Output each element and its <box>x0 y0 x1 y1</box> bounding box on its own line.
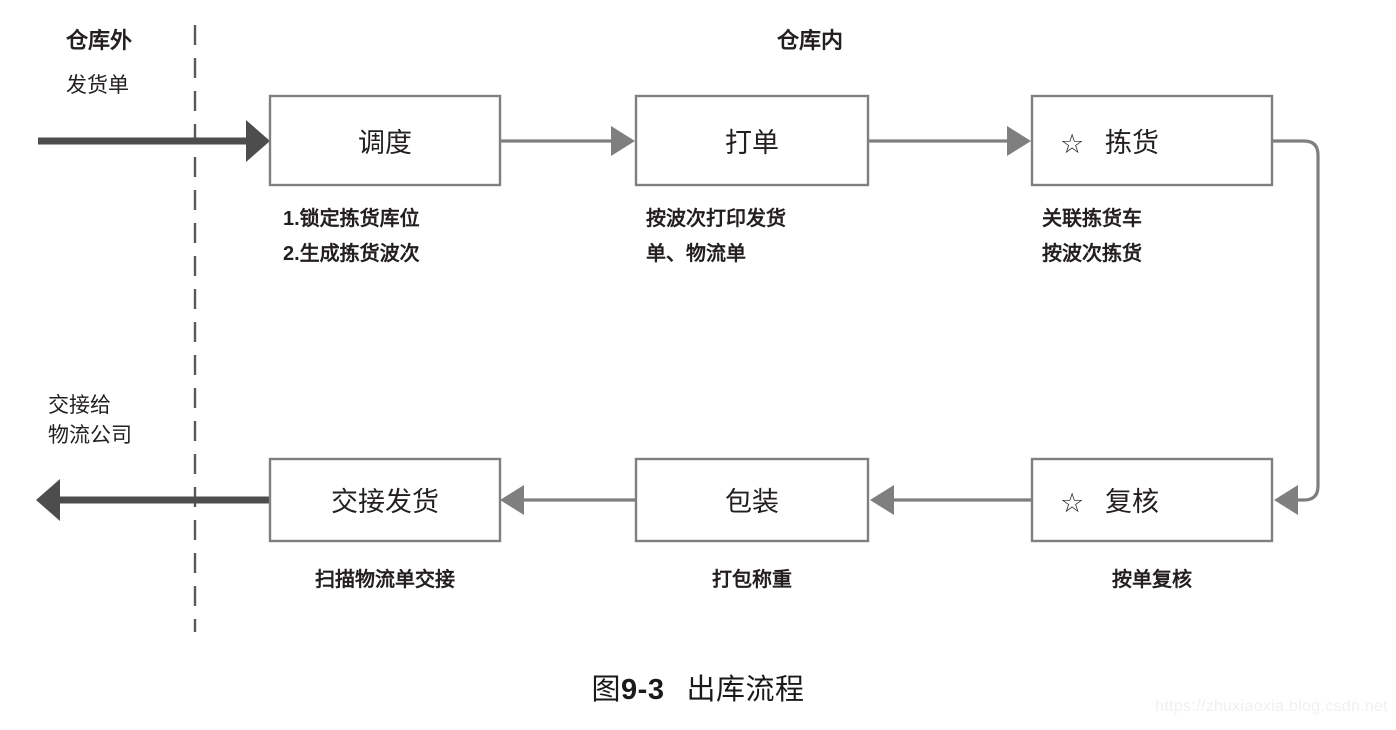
figure-caption: 图9-3 出库流程 <box>0 666 1396 708</box>
node-pick-box[interactable] <box>1030 94 1274 187</box>
star-icon: ☆ <box>1060 129 1084 159</box>
node-dispatch-caption-line-2: 2.生成拣货波次 <box>283 241 420 265</box>
node-dispatch-caption-line-1: 1.锁定拣货库位 <box>283 206 420 230</box>
connector-print-to-pick <box>868 126 1031 156</box>
zone-label-inside: 仓库内 <box>776 28 843 53</box>
node-dispatch[interactable]: 调度 <box>268 94 502 187</box>
node-pack-title: 包装 <box>725 487 779 517</box>
node-pick[interactable]: ☆ 拣货 <box>1030 94 1274 187</box>
node-pick-title: 拣货 <box>1105 128 1159 158</box>
node-print-caption-line-2: 单、物流单 <box>646 241 746 265</box>
node-review[interactable]: ☆ 复核 <box>1030 457 1274 543</box>
input-label: 发货单 <box>66 74 129 97</box>
node-pick-caption-line-2: 按波次拣货 <box>1042 241 1142 265</box>
node-pack[interactable]: 包装 <box>634 457 870 543</box>
connector-review-to-pack <box>870 485 1031 515</box>
watermark-url: https://zhuxiaoxia.blog.csdn.net <box>1155 698 1388 715</box>
output-flow-arrow <box>36 479 270 521</box>
node-print-title: 打单 <box>725 128 779 158</box>
node-print-caption-line-1: 按波次打印发货 <box>646 206 786 230</box>
node-dispatch-box[interactable] <box>268 94 502 187</box>
star-icon: ☆ <box>1060 488 1084 518</box>
connector-pack-to-handover <box>500 485 635 515</box>
node-review-caption-line-1: 按单复核 <box>1112 567 1192 591</box>
node-dispatch-title: 调度 <box>358 128 412 158</box>
node-handover[interactable]: 交接发货 <box>268 457 502 543</box>
output-label-line1: 交接给 <box>48 394 111 417</box>
node-handover-title: 交接发货 <box>331 487 439 517</box>
figure-caption-title: 出库流程 <box>686 674 805 706</box>
node-review-title: 复核 <box>1105 487 1159 517</box>
figure-caption-prefix: 图 <box>591 674 622 706</box>
zone-label-outside: 仓库外 <box>65 28 132 53</box>
node-pick-caption-line-1: 关联拣货车 <box>1042 206 1142 230</box>
node-handover-box[interactable] <box>268 457 502 543</box>
node-print-box[interactable] <box>634 94 870 187</box>
node-pack-caption-line-1: 打包称重 <box>712 567 792 591</box>
input-flow-arrow <box>38 120 270 162</box>
figure-caption-number: 9-3 <box>621 674 665 706</box>
output-label-line2: 物流公司 <box>48 424 132 447</box>
node-print[interactable]: 打单 <box>634 94 870 187</box>
node-pack-box[interactable] <box>634 457 870 543</box>
node-handover-caption-line-1: 扫描物流单交接 <box>315 567 455 591</box>
connector-dispatch-to-print <box>500 126 635 156</box>
node-review-box[interactable] <box>1030 457 1274 543</box>
connector-pick-to-review <box>1272 139 1320 515</box>
